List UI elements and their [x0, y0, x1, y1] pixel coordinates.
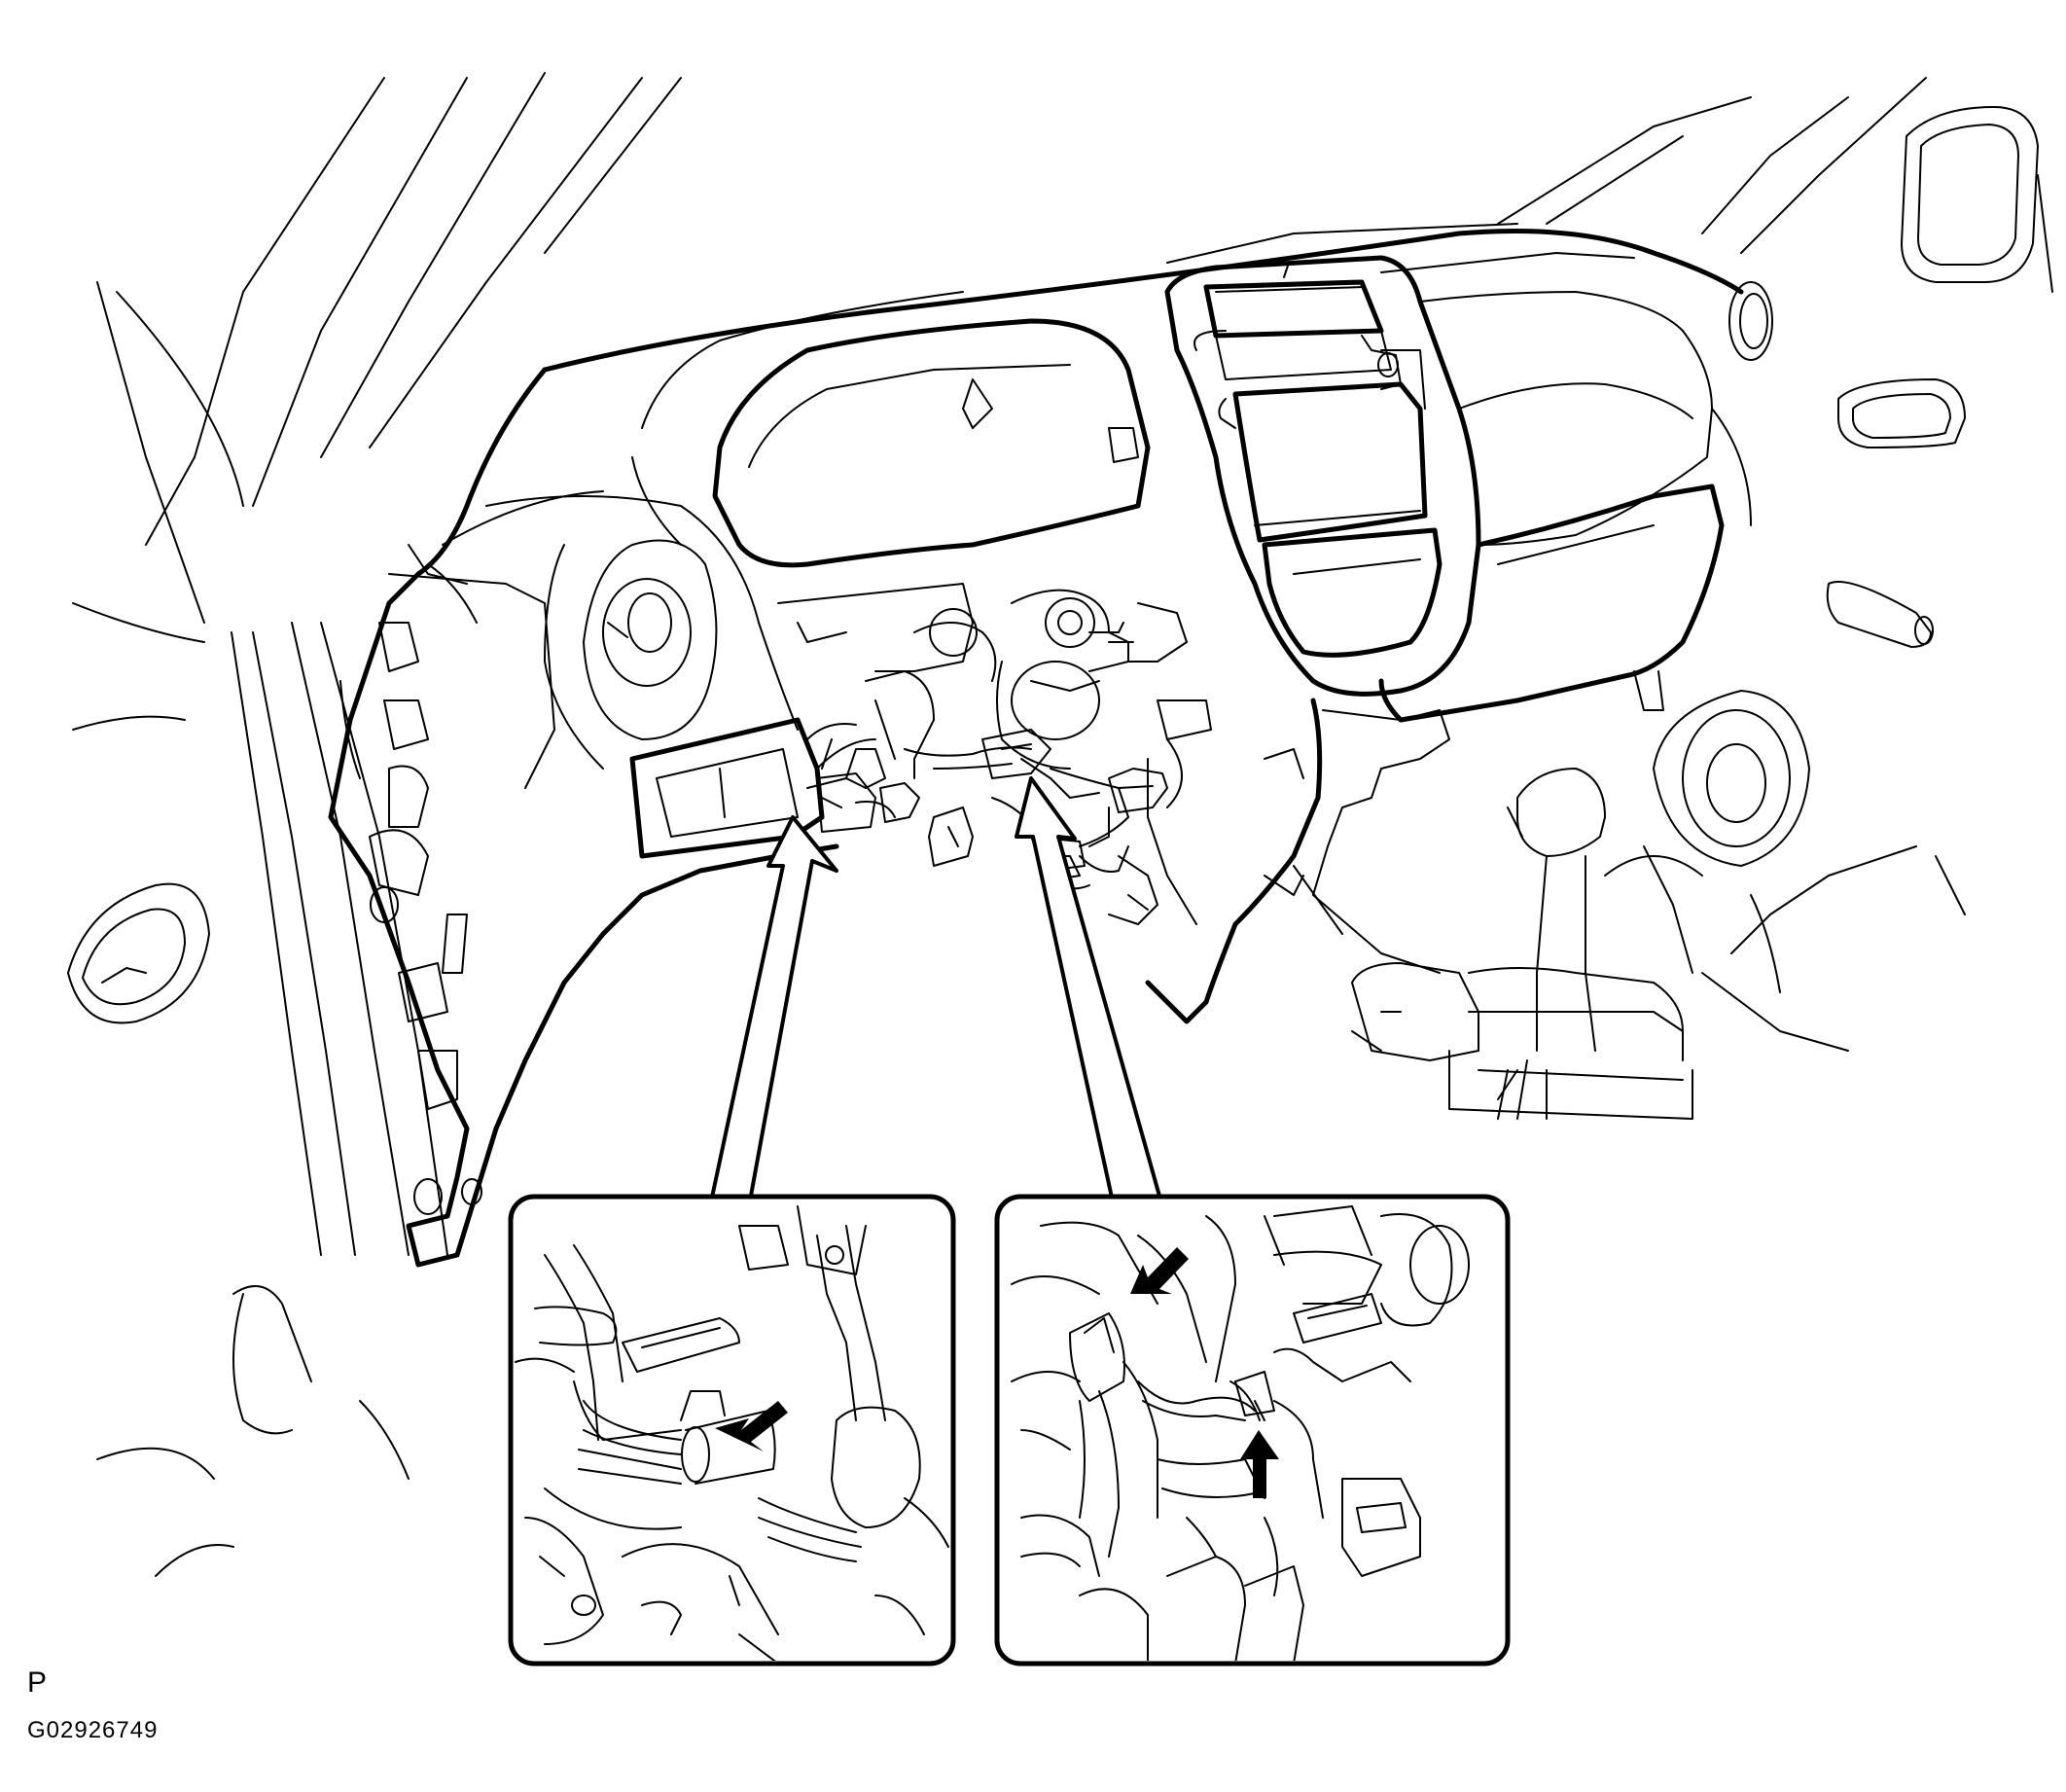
- left-callout-arrow: [708, 815, 838, 1208]
- right-speaker: [1604, 690, 1810, 877]
- left-lower-trim: [96, 1285, 410, 1577]
- figure-id-label: G02926749: [27, 1717, 159, 1743]
- dashboard-top: [542, 77, 1927, 373]
- view-code-label: P: [27, 1667, 48, 1699]
- right-vent-round: [1728, 281, 1773, 361]
- left-door-handle: [67, 882, 210, 1024]
- steering-column-wiring: [777, 583, 1212, 925]
- inset-left: [508, 1194, 956, 1667]
- instrument-panel: [328, 252, 1966, 1268]
- right-door-handle: [1837, 378, 1966, 448]
- clamp-release-arrow: [715, 1401, 788, 1452]
- clamp-release-arrow: [1130, 1247, 1189, 1294]
- right-knob: [1826, 581, 1934, 648]
- a-pillar: [72, 72, 682, 1256]
- right-mirror: [1901, 106, 2053, 293]
- connector-release-arrow: [1240, 1430, 1279, 1498]
- inset-right: [994, 1194, 1511, 1667]
